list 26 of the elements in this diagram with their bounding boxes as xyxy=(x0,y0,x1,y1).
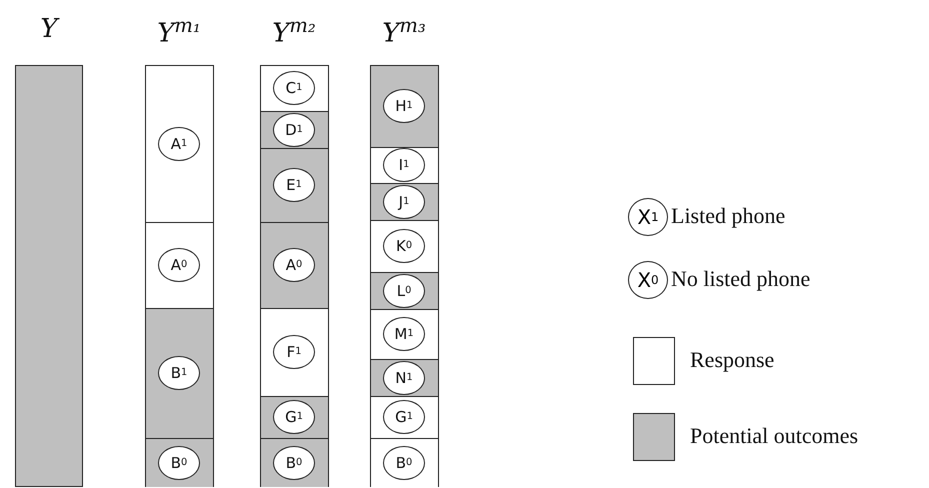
segment-bar xyxy=(260,308,328,396)
segment-bar xyxy=(260,222,328,308)
column-heading: Y xyxy=(39,14,60,44)
segment-bar xyxy=(260,110,328,148)
segment-bar xyxy=(370,220,438,272)
legend-text: No listed phone xyxy=(671,266,810,292)
column-heading: Y$^{m₃}$ xyxy=(381,14,427,49)
segment-bar xyxy=(370,396,438,438)
segment-bar xyxy=(370,146,438,182)
segment-bar xyxy=(370,358,438,396)
segment-bar xyxy=(144,438,214,486)
segment-bar xyxy=(370,272,438,308)
legend-text: Potential outcomes xyxy=(690,423,858,449)
segment-bar xyxy=(370,64,438,146)
column-heading: Y$^{m₁}$ xyxy=(156,14,202,49)
segment-bar xyxy=(144,308,214,438)
segment-bar xyxy=(370,438,438,486)
legend-text: Listed phone xyxy=(671,203,786,229)
segment-bar xyxy=(370,182,438,220)
legend-text: Response xyxy=(690,347,774,373)
segment-bar xyxy=(260,396,328,438)
segment-bar xyxy=(260,148,328,222)
segment-bar xyxy=(260,438,328,486)
segment-bar xyxy=(370,308,438,358)
segment-bar xyxy=(144,222,214,308)
column-heading: Y$^{m₂}$ xyxy=(271,14,317,49)
